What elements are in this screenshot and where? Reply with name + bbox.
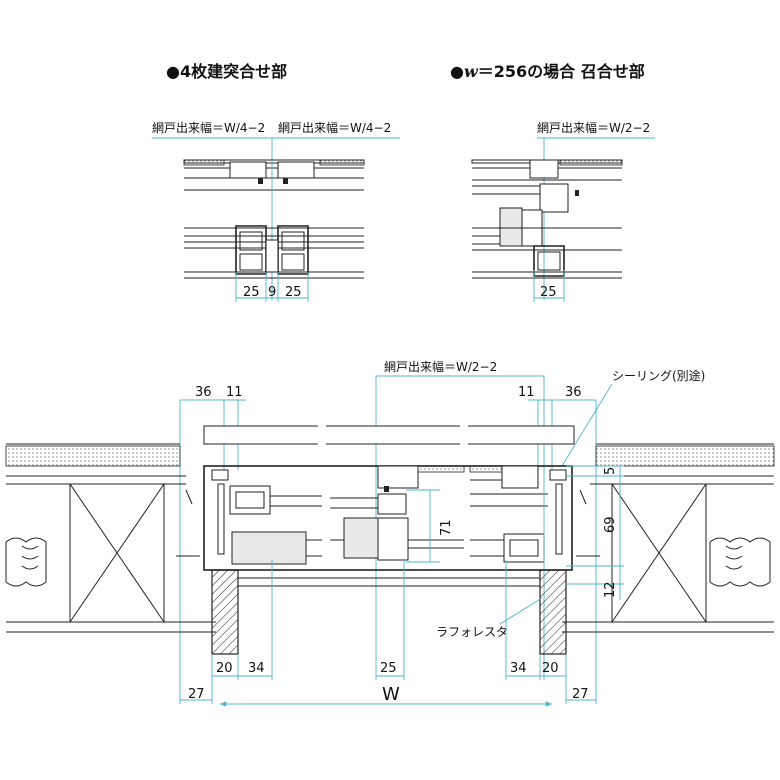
dim-overall-w: W (382, 684, 400, 705)
dim-9: 9 (268, 285, 276, 300)
width-label-top-right: 網戸出来幅＝W/2−2 (537, 120, 650, 135)
width-label-main: 網戸出来幅＝W/2−2 (384, 359, 497, 374)
dim-34-left: 34 (248, 661, 265, 676)
sealing-label: シーリング(別途) (612, 368, 705, 383)
dim-34-right: 34 (510, 661, 527, 676)
dim-11-left: 11 (226, 385, 243, 400)
dim-20-left: 20 (216, 661, 233, 676)
dim-69: 69 (603, 516, 618, 533)
detail-butt-joint: 網戸出来幅＝W/4−2 網戸出来幅＝W/4−2 (152, 120, 400, 302)
heading-left: ●4枚建突合せ部 (166, 62, 287, 81)
dim-25-main: 25 (380, 661, 397, 676)
dim-27-left: 27 (188, 687, 205, 702)
detail-meeting-rail: 網戸出来幅＝W/2−2 25 (471, 120, 655, 302)
width-label-2: 網戸出来幅＝W/4−2 (278, 120, 391, 135)
heading-right: ●w＝256の場合 召合せ部 (450, 62, 645, 81)
dim-36-right: 36 (565, 385, 582, 400)
lath-label: ラフォレスタ (436, 625, 508, 639)
dim-5: 5 (603, 467, 618, 475)
dim-11-right: 11 (518, 385, 535, 400)
dim-25a: 25 (243, 285, 260, 300)
dim-12: 12 (603, 581, 618, 598)
dim-71: 71 (439, 519, 454, 536)
dim-36-left: 36 (195, 385, 212, 400)
dim-27-right: 27 (572, 687, 589, 702)
dim-20-right: 20 (542, 661, 559, 676)
dim-25-top-right: 25 (540, 285, 557, 300)
dim-25b: 25 (285, 285, 302, 300)
width-label-1: 網戸出来幅＝W/4−2 (152, 120, 265, 135)
main-section: 網戸出来幅＝W/2−2 シーリング(別途) 36 11 11 36 (5, 359, 775, 707)
